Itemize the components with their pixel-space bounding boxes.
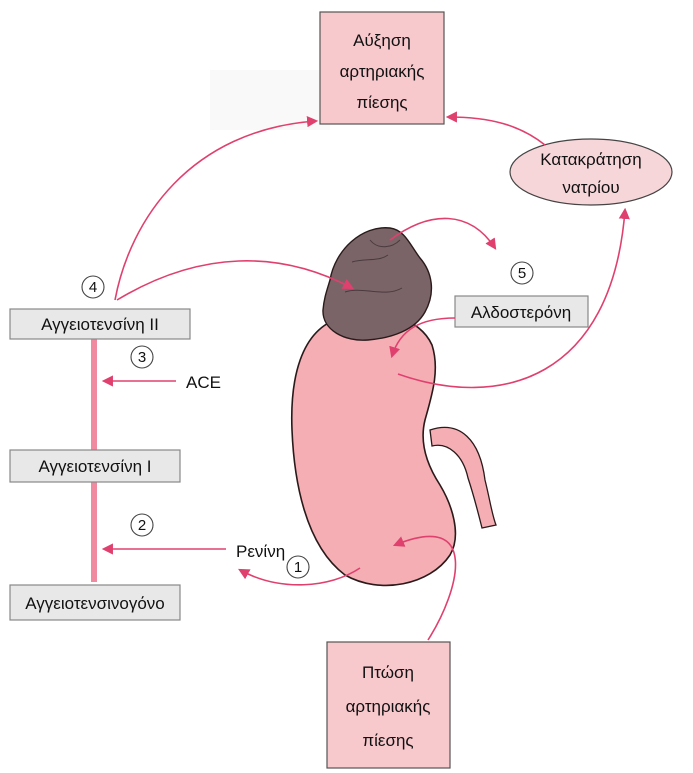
- angiotensinogen-box: Αγγειοτενσινογόνο: [10, 585, 180, 620]
- adrenal-gland-icon: [323, 228, 431, 340]
- arrow-ang2-to-increase-bp: [115, 121, 316, 300]
- arrow-sodium-to-increase-bp: [448, 117, 545, 145]
- renin-label: Ρενίνη: [236, 542, 285, 561]
- increase-bp-line-1: Αύξηση: [353, 31, 411, 50]
- angiotensin-1-box: Αγγειοτενσίνη Ι: [10, 450, 180, 482]
- kidney-group: [292, 313, 496, 585]
- angiotensin-1-label: Αγγειοτενσίνη Ι: [38, 457, 151, 476]
- step-circle-2: 2: [131, 514, 153, 536]
- step-circle-1: 1: [287, 556, 309, 578]
- step-number-4: 4: [89, 279, 97, 296]
- angiotensin-2-box: Αγγειοτενσίνη ΙΙ: [10, 309, 190, 339]
- drop-bp-line-3: πίεσης: [362, 731, 413, 750]
- angiotensin-2-label: Αγγειοτενσίνη ΙΙ: [41, 315, 159, 334]
- ace-label: ACE: [186, 373, 221, 392]
- arrow-ang2-to-adrenal: [117, 261, 352, 300]
- increase-bp-line-2: αρτηριακής: [340, 62, 425, 81]
- step-circle-5: 5: [511, 262, 533, 284]
- increase-bp-line-3: πίεσης: [356, 93, 407, 112]
- angiotensinogen-label: Αγγειοτενσινογόνο: [25, 594, 165, 613]
- step-number-2: 2: [138, 517, 146, 534]
- drop-bp-line-2: αρτηριακής: [346, 697, 431, 716]
- drop-bp-box: Πτώση αρτηριακής πίεσης: [327, 642, 450, 768]
- step-number-1: 1: [294, 559, 302, 576]
- sodium-retention-line-1: Κατακράτηση: [540, 150, 641, 169]
- drop-bp-line-1: Πτώση: [362, 663, 414, 682]
- step-number-5: 5: [518, 265, 526, 282]
- sodium-retention-ellipse: Κατακράτηση νατρίου: [510, 139, 672, 205]
- aldosterone-box: Αλδοστερόνη: [455, 296, 588, 327]
- step-circle-4: 4: [82, 276, 104, 298]
- aldosterone-label: Αλδοστερόνη: [471, 303, 571, 322]
- sodium-retention-line-2: νατρίου: [562, 178, 619, 197]
- increase-bp-box: Αύξηση αρτηριακής πίεσης: [320, 12, 444, 124]
- step-number-3: 3: [138, 349, 146, 366]
- step-circle-3: 3: [131, 346, 153, 368]
- kidney-icon: [292, 313, 456, 585]
